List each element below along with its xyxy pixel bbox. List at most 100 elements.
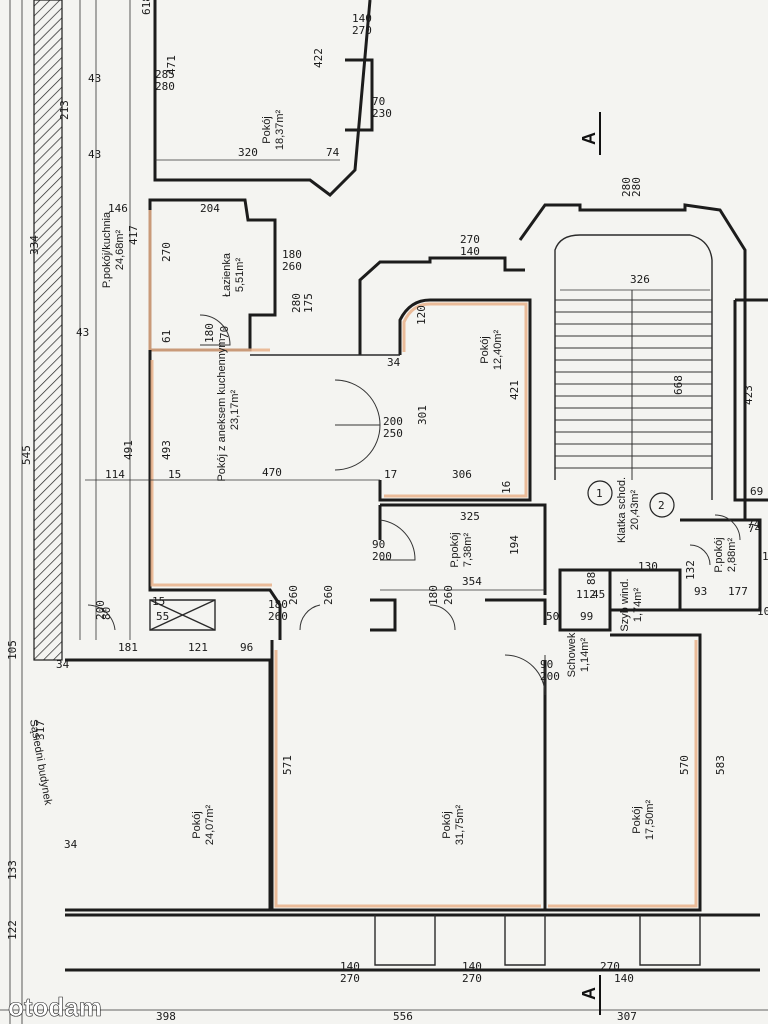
dimension-value: 43 (88, 72, 101, 85)
room-name: Klatka schod. (616, 477, 628, 543)
dimension-value: 43 (88, 148, 101, 161)
room-area: 24,07m² (204, 804, 216, 845)
dimension-value: 45 (592, 588, 605, 601)
dimension-value: 260 (268, 610, 288, 623)
wall-corridor-top (358, 256, 525, 355)
room-label: Szyb wind.1,74m² (619, 578, 644, 631)
dimension-value: 112 (576, 588, 596, 601)
dimension-value: 140 (460, 245, 480, 258)
door-swings (87, 314, 741, 696)
dimension-value: 398 (156, 1010, 176, 1023)
dimension-value: 74 (748, 522, 762, 535)
dimension-value: 325 (460, 510, 480, 523)
marker-2: 2 (658, 499, 665, 512)
room-area: 20,43m² (629, 489, 641, 530)
dimension-value: 491 (122, 440, 135, 460)
room-area: 31,75m² (454, 804, 466, 845)
dimension-value: 285 (155, 68, 175, 81)
dimension-value: 180 (427, 585, 440, 605)
wall-upper-room (153, 0, 372, 197)
dimension-value: 34 (56, 658, 70, 671)
dimension-value: 175 (302, 293, 315, 313)
dimension-value: 421 (508, 380, 521, 400)
room-area: 12,40m² (492, 329, 504, 370)
dimension-value: 270 (352, 24, 372, 37)
dimension-value: 15 (168, 468, 181, 481)
room-name: Szyb wind. (619, 578, 631, 631)
room-area: 24,68m² (114, 229, 126, 270)
dimension-value: 270 (160, 242, 173, 262)
room-label: Klatka schod.20,43m² (616, 477, 641, 543)
dimension-value: 55 (156, 610, 169, 623)
dimension-value: 80 (100, 607, 113, 620)
room-name: Pokój (261, 116, 273, 144)
wall-room-3175 (270, 640, 547, 912)
dimension-value: 120 (415, 305, 428, 325)
dimension-value: 50 (546, 610, 559, 623)
marker-2-circle (649, 492, 675, 518)
facade-windows (374, 915, 701, 966)
highlight-room-3175 (274, 650, 541, 908)
dimension-value: 133 (6, 860, 19, 880)
room-name: Pokój (191, 811, 203, 839)
wall-room-2407 (65, 658, 272, 912)
dimension-value: 200 (94, 600, 107, 620)
dimension-value: 34 (387, 356, 401, 369)
dimension-value: 280 (630, 177, 643, 197)
wall-room-12 (378, 298, 532, 502)
dimension-value: 270 (462, 972, 482, 985)
room-area: 1,14m² (579, 638, 591, 673)
highlight-kitchen (150, 360, 272, 587)
wall-ppokoj-288 (680, 518, 762, 612)
dimension-value: 16 (500, 481, 513, 494)
highlight-room-12 (384, 302, 528, 498)
dimension-value: 140 (614, 972, 634, 985)
dimension-value: 61 (160, 330, 173, 343)
dimension-value: 280 (290, 293, 303, 313)
dimension-value: 180 (282, 248, 302, 261)
dimension-value: 545 (20, 445, 33, 465)
wall-staircase-inner (554, 234, 713, 500)
dimension-value: 317 (34, 720, 47, 740)
wall-pillar-1 (370, 598, 397, 632)
dimension-value: 43 (76, 326, 89, 339)
dimension-value: 270 (600, 960, 620, 973)
dimension-value: 140 (340, 960, 360, 973)
dimension-value: 130 (638, 560, 658, 573)
room-area: 7,38m² (462, 533, 474, 568)
room-name: Pokój (631, 806, 643, 834)
dimension-value: 280 (155, 80, 175, 93)
dimension-value: 280 (620, 177, 633, 197)
marker-1-circle (587, 480, 613, 506)
watermark: otodam (8, 992, 102, 1022)
room-area: 1,74m² (632, 588, 644, 623)
dimension-value: 556 (393, 1010, 413, 1023)
room-name: Pokój z aneksem kuchennym (216, 338, 228, 481)
room-name: Pokój (441, 811, 453, 839)
dimension-value: 140 (352, 12, 372, 25)
dimension-value: 194 (508, 535, 521, 555)
dimension-value: 114 (105, 468, 125, 481)
room-name: Pokój (479, 336, 491, 364)
dimension-value: 132 (684, 560, 697, 580)
dimension-value: 260 (287, 585, 300, 605)
wall-kitchen-column (148, 350, 282, 640)
stair-steps (555, 290, 712, 480)
section-marker-bottom: A (579, 987, 599, 1000)
room-name: P.pokój/kuchnia (101, 211, 113, 288)
dimension-value: 121 (188, 641, 208, 654)
wall-pillar-2 (485, 598, 547, 625)
dimension-value: 90 (372, 538, 385, 551)
dimension-value: 70 (218, 326, 231, 339)
room-name: P.pokój (449, 532, 461, 567)
dimension-value: 74 (747, 518, 761, 531)
dimension-value: 422 (312, 48, 325, 68)
